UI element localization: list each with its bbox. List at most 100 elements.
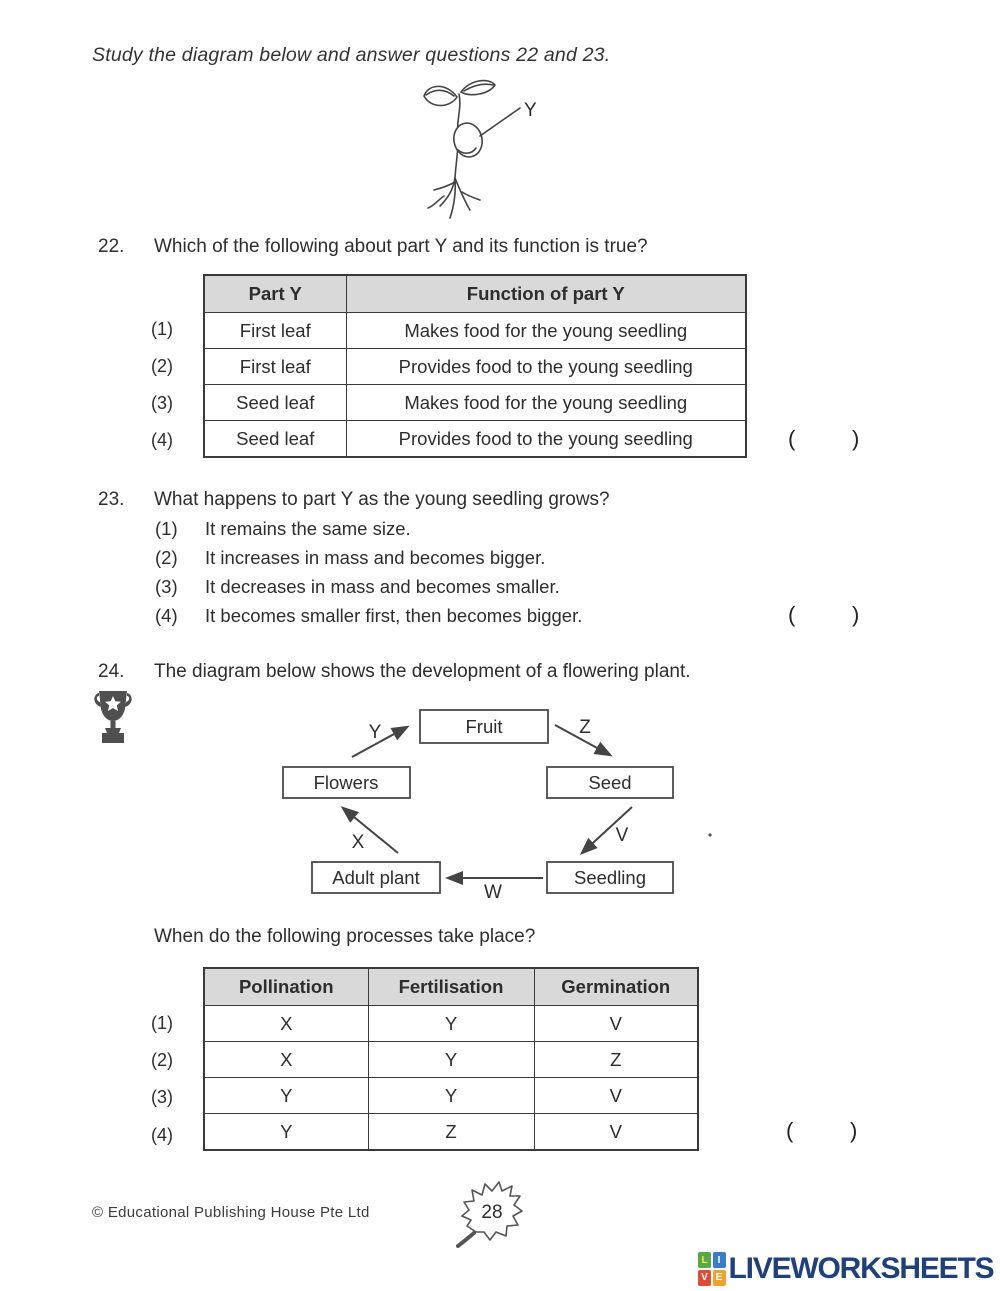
top-instruction: Study the diagram below and answer quest… bbox=[92, 44, 611, 66]
q22-number: 22. bbox=[98, 236, 125, 257]
q22-row-num: (1) bbox=[151, 319, 173, 339]
life-cycle-diagram: Fruit Flowers Seed Adult plant Seedling … bbox=[282, 709, 712, 903]
q22-cell-function: Makes food for the young seedling bbox=[345, 384, 747, 421]
logo-wordmark: LIVEWORKSHEETS bbox=[728, 1251, 995, 1285]
q24-row-num: (2) bbox=[151, 1050, 173, 1070]
q24-cell: Y bbox=[203, 1077, 369, 1114]
q24-cell: V bbox=[533, 1077, 699, 1114]
q24-cell: X bbox=[203, 1005, 369, 1042]
node-box-fruit bbox=[419, 709, 549, 744]
q23-option-text: It increases in mass and becomes bigger. bbox=[205, 547, 546, 568]
arrow-label-z: Z bbox=[579, 717, 591, 738]
q22-cell-part: Seed leaf bbox=[203, 420, 347, 458]
q24-col-header: Germination bbox=[533, 967, 699, 1006]
seedling-figure: Y bbox=[423, 79, 537, 219]
q24-cell: Y bbox=[367, 1077, 535, 1114]
q22-text: Which of the following about part Y and … bbox=[154, 236, 648, 257]
q24-cell: V bbox=[533, 1005, 699, 1042]
page-number-leaf: 28 bbox=[456, 1181, 523, 1248]
node-label-seed: Seed bbox=[588, 772, 631, 793]
arrow-label-y: Y bbox=[369, 722, 382, 743]
q24-options-table: Pollination Fertilisation Germination X … bbox=[203, 967, 699, 1151]
q22-answer-bracket-close: ) bbox=[852, 426, 860, 451]
table-row: X Y Z bbox=[203, 1041, 699, 1078]
arrow-adult-to-flowers bbox=[340, 806, 399, 854]
node-box-seedling bbox=[546, 861, 674, 894]
q22-options-table: Part Y Function of part Y First leaf Mak… bbox=[203, 274, 747, 458]
q24-cell: V bbox=[533, 1113, 699, 1151]
liveworksheets-logo[interactable]: L I V E LIVEWORKSHEETS bbox=[698, 1251, 995, 1286]
q23-number: 23. bbox=[98, 489, 125, 510]
arrow-fruit-to-seed bbox=[554, 724, 613, 757]
q24-answer-bracket-close: ) bbox=[850, 1118, 858, 1143]
q22-cell-part: Seed leaf bbox=[203, 384, 347, 421]
arrow-flowers-to-fruit bbox=[351, 725, 410, 758]
q24-question: When do the following processes take pla… bbox=[154, 926, 536, 947]
liveworksheets-tiles-icon: L I V E bbox=[698, 1252, 726, 1286]
q23-option-num: (3) bbox=[155, 576, 178, 597]
q22-cell-part: First leaf bbox=[203, 312, 347, 349]
q22-cell-function: Provides food to the young seedling bbox=[345, 420, 747, 458]
node-label-adult-plant: Adult plant bbox=[332, 867, 419, 888]
q24-col-header: Pollination bbox=[203, 967, 369, 1006]
table-header-row: Part Y Function of part Y bbox=[203, 274, 747, 313]
table-row: Seed leaf Provides food to the young see… bbox=[203, 420, 747, 458]
q24-intro: The diagram below shows the development … bbox=[154, 661, 691, 682]
q22-col-header: Part Y bbox=[203, 274, 347, 313]
table-row: Seed leaf Makes food for the young seedl… bbox=[203, 384, 747, 421]
arrow-label-w: W bbox=[484, 882, 502, 903]
q22-col-header: Function of part Y bbox=[345, 274, 747, 313]
page-number: 28 bbox=[481, 1202, 502, 1223]
q23-option-text: It becomes smaller first, then becomes b… bbox=[205, 605, 583, 626]
q24-cell: Z bbox=[533, 1041, 699, 1078]
logo-tile-l: L bbox=[698, 1252, 711, 1268]
q24-number: 24. bbox=[98, 661, 125, 682]
q23-option-text: It decreases in mass and becomes smaller… bbox=[205, 576, 560, 597]
arrow-seed-to-seedling bbox=[579, 806, 633, 856]
q24-row-num: (4) bbox=[151, 1125, 173, 1145]
copyright-text: © Educational Publishing House Pte Ltd bbox=[92, 1204, 370, 1221]
q24-cell: Z bbox=[367, 1113, 535, 1151]
stray-dot bbox=[708, 833, 712, 837]
logo-tile-e: E bbox=[712, 1269, 726, 1286]
q24-cell: Y bbox=[367, 1041, 535, 1078]
q24-cell: Y bbox=[367, 1005, 535, 1042]
q24-row-num: (1) bbox=[151, 1013, 173, 1033]
q24-answer-bracket-open: ( bbox=[786, 1118, 794, 1143]
q23-option-num: (2) bbox=[155, 547, 178, 568]
q22-row-num: (4) bbox=[151, 430, 173, 450]
logo-tile-i: I bbox=[712, 1252, 726, 1268]
q22-row-num: (2) bbox=[151, 356, 173, 376]
q22-row-num: (3) bbox=[151, 393, 173, 413]
q24-row-num: (3) bbox=[151, 1087, 173, 1107]
logo-tile-v: V bbox=[698, 1269, 711, 1286]
q23-answer-bracket-open: ( bbox=[788, 602, 796, 627]
q23-option-num: (1) bbox=[155, 518, 178, 539]
q24-col-header: Fertilisation bbox=[367, 967, 535, 1006]
table-header-row: Pollination Fertilisation Germination bbox=[203, 967, 699, 1006]
q23-option-text: It remains the same size. bbox=[205, 518, 411, 539]
arrow-label-v: V bbox=[616, 825, 629, 846]
table-row: First leaf Makes food for the young seed… bbox=[203, 312, 747, 349]
table-row: Y Z V bbox=[203, 1113, 699, 1151]
q23-answer-bracket-close: ) bbox=[852, 602, 860, 627]
table-row: Y Y V bbox=[203, 1077, 699, 1114]
q22-answer-bracket-open: ( bbox=[788, 426, 796, 451]
q22-cell-part: First leaf bbox=[203, 348, 347, 385]
node-box-seed bbox=[546, 766, 674, 799]
node-box-flowers bbox=[282, 766, 411, 799]
q22-cell-function: Provides food to the young seedling bbox=[345, 348, 747, 385]
q22-cell-function: Makes food for the young seedling bbox=[345, 312, 747, 349]
q23-text: What happens to part Y as the young seed… bbox=[154, 489, 610, 510]
q23-option-num: (4) bbox=[155, 605, 178, 626]
q24-cell: X bbox=[203, 1041, 369, 1078]
seedling-part-label: Y bbox=[524, 100, 537, 121]
arrow-label-x: X bbox=[352, 832, 365, 853]
node-label-seedling: Seedling bbox=[574, 867, 646, 888]
node-label-flowers: Flowers bbox=[314, 772, 379, 793]
node-label-fruit: Fruit bbox=[466, 716, 503, 737]
q24-cell: Y bbox=[203, 1113, 369, 1151]
table-row: First leaf Provides food to the young se… bbox=[203, 348, 747, 385]
table-row: X Y V bbox=[203, 1005, 699, 1042]
